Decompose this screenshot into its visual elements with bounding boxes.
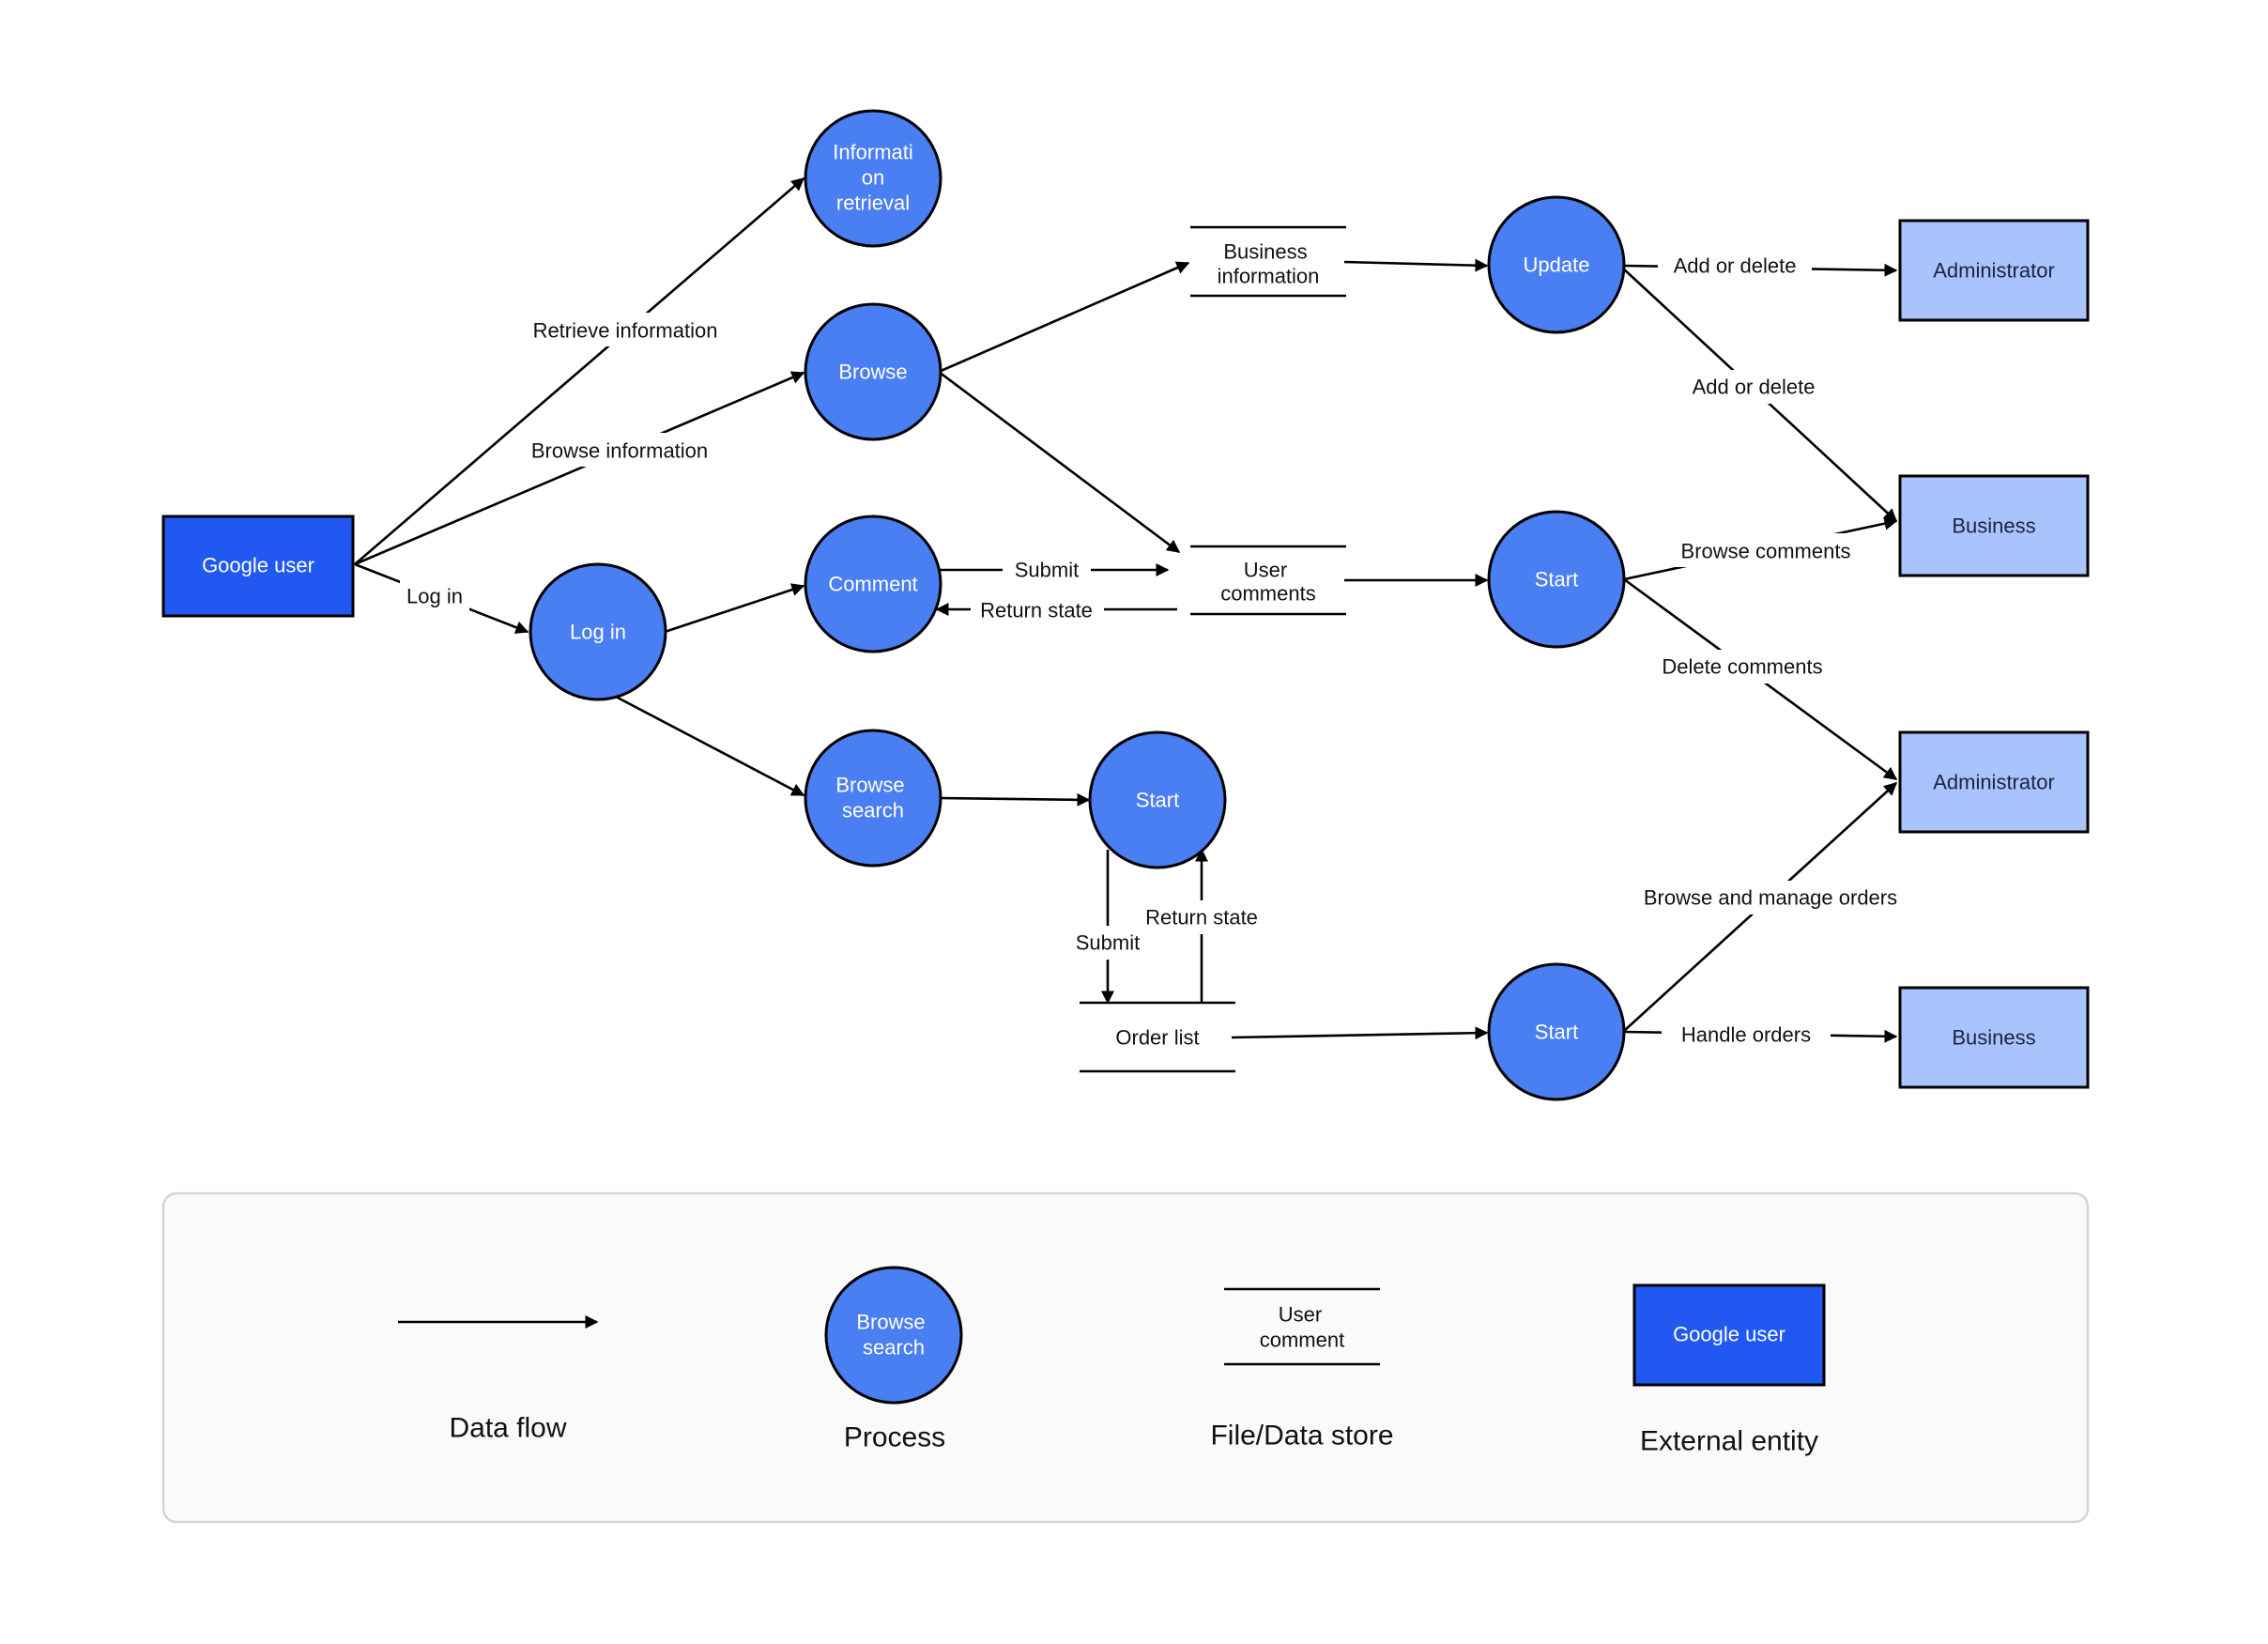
flow-order-list-to-start: [1231, 1026, 1489, 1040]
flow-login-to-comment: [664, 583, 805, 634]
edge-label-browse-comments: Browse comments: [1665, 533, 1866, 567]
svg-text:information: information: [1218, 265, 1320, 288]
entity-administrator-1[interactable]: Administrator: [1898, 219, 2090, 322]
svg-text:Informati: Informati: [833, 141, 913, 164]
process-start-comments[interactable]: Start: [1487, 510, 1626, 649]
svg-text:Submit: Submit: [1076, 931, 1140, 955]
svg-text:Browse and manage orders: Browse and manage orders: [1644, 886, 1897, 910]
edge-label-submit-order: Submit: [1065, 926, 1151, 960]
svg-text:Browse: Browse: [835, 774, 904, 797]
svg-text:Browse comments: Browse comments: [1681, 540, 1851, 563]
process-update[interactable]: Update: [1487, 195, 1626, 334]
process-log-in[interactable]: Log in: [529, 562, 667, 701]
svg-text:Google user: Google user: [202, 554, 314, 577]
svg-text:Log in: Log in: [406, 585, 463, 608]
svg-text:Start: Start: [1136, 789, 1179, 812]
entity-administrator-2[interactable]: Administrator: [1898, 730, 2090, 834]
svg-text:Submit: Submit: [1015, 559, 1079, 582]
svg-text:retrieval: retrieval: [836, 192, 910, 215]
entity-business-1[interactable]: Business: [1898, 474, 2090, 577]
edge-label-retrieve-information: Retrieve information: [522, 313, 728, 346]
edge-label-browse-and-manage-orders: Browse and manage orders: [1628, 881, 1913, 914]
svg-text:External entity: External entity: [1640, 1426, 1818, 1457]
svg-text:Return state: Return state: [1145, 906, 1258, 930]
svg-text:Comment: Comment: [828, 573, 917, 596]
svg-text:Google user: Google user: [1673, 1323, 1785, 1346]
edge-label-return-state-order: Return state: [1136, 900, 1269, 934]
edge-label-return-state-comment: Return state: [971, 592, 1104, 626]
svg-text:Administrator: Administrator: [1933, 259, 2055, 283]
edge-label-log-in: Log in: [400, 579, 469, 613]
svg-text:Add or delete: Add or delete: [1693, 376, 1816, 399]
svg-text:Browse information: Browse information: [531, 439, 708, 463]
svg-text:Update: Update: [1524, 254, 1590, 277]
svg-text:on: on: [862, 166, 884, 190]
svg-text:Retrieve information: Retrieve information: [533, 319, 718, 343]
entity-google-user[interactable]: Google user: [161, 515, 355, 618]
svg-text:Start: Start: [1535, 1021, 1578, 1044]
process-information-retrieval[interactable]: Informati on retrieval: [804, 109, 942, 248]
legend-external-entity: Google user External entity: [1632, 1283, 1826, 1457]
process-browse-search[interactable]: Browse search: [804, 729, 942, 868]
svg-text:Business: Business: [1223, 240, 1307, 264]
svg-text:comment: comment: [1260, 1329, 1344, 1352]
svg-text:Data flow: Data flow: [449, 1413, 566, 1444]
process-start-orders[interactable]: Start: [1487, 962, 1626, 1101]
legend-file-data-store: User comment File/Data store: [1210, 1287, 1394, 1452]
flow-business-info-to-update: [1343, 258, 1489, 272]
svg-text:File/Data store: File/Data store: [1210, 1421, 1393, 1452]
svg-text:search: search: [842, 799, 904, 822]
edge-label-submit-comment: Submit: [1003, 553, 1091, 587]
svg-text:Business: Business: [1952, 1026, 2035, 1050]
legend-entity-box: [1632, 1283, 1826, 1387]
flow-browse-information: [354, 371, 805, 566]
svg-text:Start: Start: [1535, 568, 1578, 592]
svg-text:Log in: Log in: [570, 621, 626, 644]
store-user-comments[interactable]: User comments: [1190, 545, 1346, 616]
svg-text:Process: Process: [844, 1422, 945, 1453]
edge-label-handle-orders: Handle orders: [1662, 1018, 1831, 1052]
edge-labels: Retrieve information Browse information …: [400, 249, 1913, 1052]
legend-process: Browse search Process: [824, 1266, 963, 1453]
legend-process-circle: [824, 1266, 963, 1405]
svg-text:Handle orders: Handle orders: [1681, 1023, 1811, 1047]
edge-label-add-or-delete-admin: Add or delete: [1658, 249, 1812, 283]
flow-login-to-browse-search: [615, 695, 805, 797]
svg-text:Delete comments: Delete comments: [1662, 655, 1822, 679]
flow-retrieve-information: [354, 177, 805, 565]
flow-browse-to-business-info: [938, 261, 1190, 374]
legend-panel: [161, 1191, 2090, 1524]
edge-label-browse-information: Browse information: [520, 433, 719, 467]
svg-text:Order list: Order list: [1115, 1026, 1199, 1050]
svg-text:Browse: Browse: [838, 361, 907, 384]
svg-text:Return state: Return state: [980, 599, 1093, 622]
svg-text:Business: Business: [1952, 515, 2035, 538]
legend-data-flow: Data flow: [398, 1315, 599, 1444]
svg-text:Browse: Browse: [856, 1311, 925, 1334]
legend: Data flow Browse search Process User com…: [161, 1191, 2090, 1524]
svg-text:User: User: [1279, 1303, 1322, 1327]
svg-text:search: search: [863, 1336, 925, 1360]
svg-text:comments: comments: [1220, 582, 1315, 606]
process-start-order[interactable]: Start: [1088, 730, 1227, 869]
svg-text:Administrator: Administrator: [1933, 771, 2055, 794]
edge-label-add-or-delete-business: Add or delete: [1677, 370, 1831, 404]
flow-browse-to-user-comments: [938, 370, 1181, 554]
store-business-information[interactable]: Business information: [1190, 225, 1346, 298]
svg-text:User: User: [1244, 559, 1287, 582]
process-comment[interactable]: Comment: [804, 515, 942, 653]
process-browse[interactable]: Browse: [804, 302, 942, 441]
flow-browse-search-to-start: [938, 792, 1091, 807]
entity-business-2[interactable]: Business: [1898, 986, 2090, 1089]
svg-text:Add or delete: Add or delete: [1674, 254, 1797, 278]
edge-label-delete-comments: Delete comments: [1647, 650, 1838, 684]
store-order-list[interactable]: Order list: [1080, 1001, 1235, 1073]
